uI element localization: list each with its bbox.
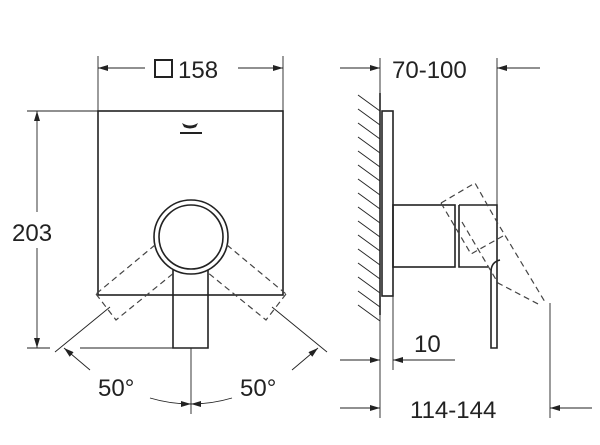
width-dimension: 158 <box>97 56 284 111</box>
height-label: 203 <box>12 220 52 247</box>
total-dimension: 114-144 <box>340 303 592 424</box>
hatch-line <box>357 108 381 126</box>
width-label: 158 <box>178 57 218 84</box>
grohe-logo <box>180 123 202 134</box>
angle-right-label: 50° <box>240 375 276 402</box>
side-lever <box>458 204 501 349</box>
hatch-line <box>357 136 381 154</box>
hatch-line <box>357 290 381 308</box>
projection-dimension: 70-100 <box>340 57 540 205</box>
hatch-line <box>357 276 381 294</box>
wall-hatching <box>357 94 381 322</box>
plate-dimension: 10 <box>340 296 455 370</box>
square-icon <box>154 59 173 78</box>
hatch-line <box>357 234 381 252</box>
hatch-line <box>357 150 381 168</box>
side-body <box>392 204 456 268</box>
total-label: 114-144 <box>410 397 496 424</box>
projection-label: 70-100 <box>392 57 467 84</box>
hatch-line <box>357 220 381 238</box>
angle-dimension: 50° 50° <box>54 306 328 414</box>
height-dimension: 203 <box>12 110 98 349</box>
hatch-line <box>357 192 381 210</box>
hatch-line <box>357 206 381 224</box>
hatch-line <box>357 248 381 266</box>
hatch-line <box>357 262 381 280</box>
hatch-line <box>357 178 381 196</box>
hatch-line <box>357 164 381 182</box>
side-lever-rotated <box>440 182 546 306</box>
handle <box>95 199 287 349</box>
angle-left-label: 50° <box>98 375 134 402</box>
hatch-line <box>357 94 381 112</box>
side-view: 70-100 10 114-144 <box>340 57 592 424</box>
hatch-line <box>357 304 381 322</box>
hatch-line <box>357 122 381 140</box>
cover-plate <box>97 110 284 296</box>
plate-label: 10 <box>414 331 441 358</box>
front-view: 158 203 50 <box>12 56 328 414</box>
side-plate <box>381 110 394 297</box>
